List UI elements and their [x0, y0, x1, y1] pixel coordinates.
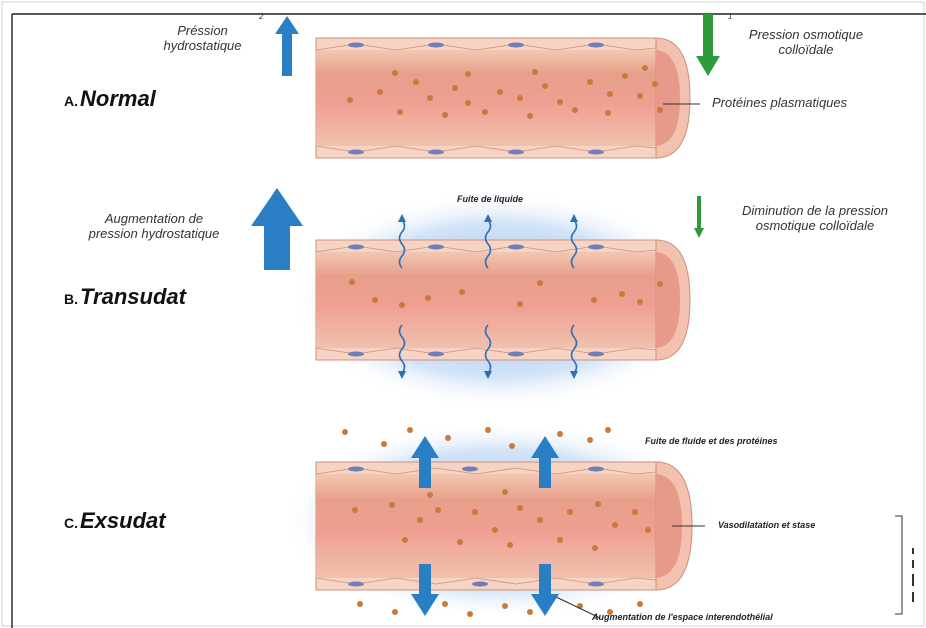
- vessel-normal: [316, 38, 700, 158]
- section-title-exsudat: C.Exsudat: [64, 508, 166, 534]
- section-title-transudat: B.Transudat: [64, 284, 186, 310]
- section-title-normal: A.Normal: [64, 86, 156, 112]
- label-decreased-oncotic: Diminution de la pression osmotique coll…: [710, 204, 920, 233]
- label-vasodilation: Vasodilatation et stase: [718, 520, 815, 530]
- label-interendothelial-gap: Augmentation de l'espace interendothélia…: [592, 612, 773, 622]
- label-plasma-proteins: Protéines plasmatiques: [712, 96, 847, 111]
- footnote-2: 1: [728, 13, 732, 22]
- footnote-1: 2: [259, 13, 263, 22]
- label-hydrostatic-pressure: Préssion hydrostatique: [135, 24, 270, 53]
- label-oncotic-pressure: Pression osmotique colloïdale: [722, 28, 890, 57]
- label-fluid-protein-leak: Fuite de fluide et des protéines: [645, 436, 778, 446]
- label-fluid-leak: Fuite de liquide: [440, 194, 540, 204]
- label-increased-hydrostatic: Augmentation de pression hydrostatique: [54, 212, 254, 241]
